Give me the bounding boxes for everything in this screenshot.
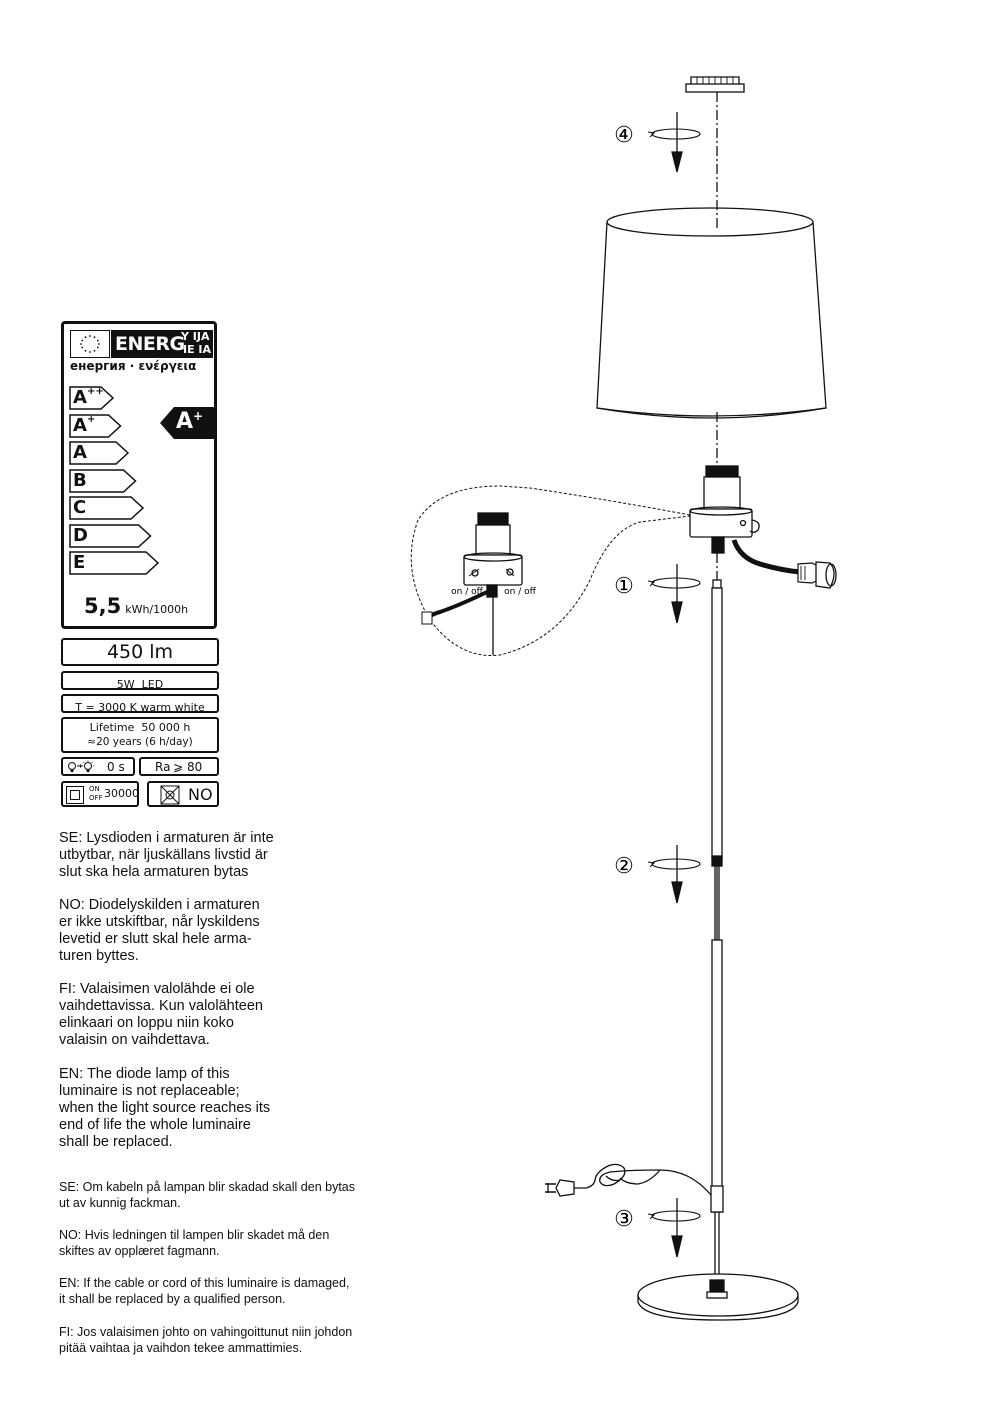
class-arrow-shape xyxy=(69,386,115,410)
dimmable-value: NO xyxy=(188,785,213,804)
energy-class-label: A+ xyxy=(73,413,96,437)
energy-banner-word: ENERG xyxy=(115,333,185,355)
dimmer-crossed-icon xyxy=(160,785,180,805)
switch-off-label: OFF xyxy=(89,794,103,802)
energy-class-base: A xyxy=(73,414,87,436)
class-arrow-shape xyxy=(69,468,137,493)
fi-cable-text: FI: Jos valaisimen johto on vahingoittun… xyxy=(59,1325,353,1355)
color-temp-box: T = 3000 K warm white xyxy=(61,694,219,714)
dimmable-box: NO xyxy=(147,781,219,807)
reading-arm xyxy=(731,539,837,589)
step-2-label: ② xyxy=(614,854,634,879)
fi-diode-text: FI: Valaisimen valolähde ei ole vaihdett… xyxy=(59,981,263,1048)
energy-class-arrow: D xyxy=(69,523,153,548)
eu-flag-icon xyxy=(70,330,110,358)
energy-class-sup: + xyxy=(86,413,96,425)
energy-class-arrow: B xyxy=(69,468,138,493)
energy-banner-suffix-bottom: IE IA xyxy=(183,343,212,356)
energy-rating-sup: + xyxy=(193,409,204,423)
lifetime-years: ≈20 years (6 h/day) xyxy=(87,736,193,748)
power-value: 5W LED xyxy=(116,678,164,691)
class-arrow-shape xyxy=(69,523,152,548)
lamp-base xyxy=(637,1273,799,1321)
energy-class-base: A xyxy=(73,387,87,408)
ra-geq-symbol: ⩾ xyxy=(173,760,184,774)
lamp-shade xyxy=(596,207,827,419)
power-box: 5W LED xyxy=(61,671,219,691)
energy-class-arrow: A xyxy=(69,441,130,465)
energy-rating: A+ xyxy=(176,409,203,434)
ra-value: 80 xyxy=(187,760,203,774)
step-arrow-1 xyxy=(647,564,701,624)
energy-banner-suffix-top: Y IJA xyxy=(181,330,210,343)
se-cable-text: SE: Om kabeln på lampan blir skadad skal… xyxy=(59,1180,355,1210)
energy-class-arrow: A++ xyxy=(69,386,115,410)
bulb-socket xyxy=(689,465,760,554)
consumption-unit: kWh/1000h xyxy=(125,603,189,616)
step-3-label: ③ xyxy=(614,1207,634,1232)
energy-class-base: A xyxy=(73,442,87,463)
energy-subtitle: енергия · ενέργεια xyxy=(70,359,197,373)
warmup-bulb-icon xyxy=(68,760,94,772)
step-arrow-3 xyxy=(647,1198,701,1258)
lifetime-box: Lifetime 50 000 h ≈20 years (6 h/day) xyxy=(61,717,219,753)
upper-stem xyxy=(711,553,723,940)
class-arrow-shape xyxy=(69,441,130,465)
switch-icon xyxy=(66,786,84,804)
energy-class-base: D xyxy=(73,524,88,546)
step-4-label: ④ xyxy=(614,123,634,148)
switch-label-left: on / off xyxy=(451,587,483,597)
lumen-box: 450 lm xyxy=(61,638,219,666)
energy-class-label: A++ xyxy=(73,387,104,409)
energy-class-label: B xyxy=(73,470,87,492)
class-arrow-shape xyxy=(69,496,145,520)
energy-class-sup: ++ xyxy=(86,386,104,397)
step-labels: ④ ① ② ③ on / off on / off xyxy=(451,123,634,1232)
energy-class-arrow: C xyxy=(69,496,145,520)
power-cord xyxy=(545,1163,712,1197)
step-arrow-2 xyxy=(647,845,701,904)
energy-class-label: D xyxy=(73,525,88,547)
lower-stem xyxy=(710,939,724,1280)
switch-label-right: on / off xyxy=(504,587,536,597)
energy-class-arrow: A+ xyxy=(69,413,123,438)
energy-class-label: C xyxy=(73,497,86,519)
rating-arrow-icon xyxy=(160,407,216,439)
ra-box: Ra ⩾ 80 xyxy=(139,757,219,776)
lumen-value: 450 lm xyxy=(106,641,174,663)
energy-class-label: E xyxy=(73,552,85,574)
energy-class-base: B xyxy=(73,469,87,491)
en-diode-text: EN: The diode lamp of this luminaire is … xyxy=(59,1066,271,1150)
no-diode-text: NO: Diodelyskilden i armaturen er ikke u… xyxy=(59,897,260,964)
energy-banner: ENERG Y IJA IE IA xyxy=(111,330,213,358)
switch-cycles-value: 30000 xyxy=(104,787,139,800)
energy-class-base: C xyxy=(73,497,87,518)
step-arrow-4 xyxy=(647,112,701,173)
energy-class-label: A xyxy=(73,442,87,464)
step-1-label: ① xyxy=(614,574,634,599)
switch-on-label: ON xyxy=(89,785,100,793)
en-cable-text: EN: If the cable or cord of this luminai… xyxy=(59,1276,350,1306)
class-arrow-shape xyxy=(69,551,160,575)
switch-cycles-box: ON OFF 30000 xyxy=(61,781,139,807)
lifetime-hours: Lifetime 50 000 h xyxy=(89,721,191,734)
ra-symbol: Ra xyxy=(155,760,171,774)
energy-class-arrow: E xyxy=(69,551,160,575)
consumption-value: 5,5 xyxy=(84,594,122,618)
se-diode-text: SE: Lysdioden i armaturen är inte utbytb… xyxy=(59,830,274,880)
energy-rating-base: A xyxy=(176,409,194,434)
energy-label: ENERG Y IJA IE IA енергия · ενέργεια A+ … xyxy=(61,321,217,629)
warmup-box: 0 s xyxy=(61,757,135,776)
energy-class-base: E xyxy=(73,552,86,573)
color-temp-value: T = 3000 K warm white xyxy=(75,701,205,714)
switch-detail-callout xyxy=(410,485,691,657)
warmup-value: 0 s xyxy=(107,760,125,774)
shade-nut xyxy=(685,76,745,93)
class-arrow-shape xyxy=(69,413,122,438)
no-cable-text: NO: Hvis ledningen til lampen blir skade… xyxy=(59,1228,330,1258)
